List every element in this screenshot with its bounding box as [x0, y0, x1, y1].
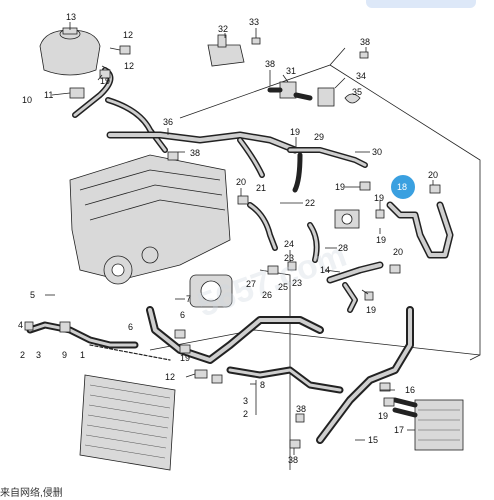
- heater-core: [392, 397, 464, 451]
- label-17: 17: [394, 425, 404, 435]
- label-4: 4: [18, 320, 23, 330]
- label-24: 24: [284, 239, 294, 249]
- label-12-b: 12: [124, 61, 134, 71]
- label-30: 30: [372, 147, 382, 157]
- label-26: 26: [262, 290, 272, 300]
- label-25: 25: [278, 282, 288, 292]
- label-19-e: 19: [366, 305, 376, 315]
- label-8: 8: [260, 380, 265, 390]
- oil-cooler-28: [334, 209, 360, 229]
- label-2-b: 2: [243, 409, 248, 419]
- label-16: 16: [405, 385, 415, 395]
- label-23-a: 23: [284, 253, 294, 263]
- label-38-c: 38: [190, 148, 200, 158]
- expansion-tank: [39, 27, 101, 76]
- label-3-b: 3: [243, 396, 248, 406]
- label-19-f: 19: [378, 411, 388, 421]
- label-38-d: 38: [296, 404, 306, 414]
- alternator: [189, 274, 233, 308]
- label-32: 32: [218, 24, 228, 34]
- radiator: [79, 374, 176, 471]
- label-28: 28: [338, 243, 348, 253]
- label-38-e: 38: [288, 455, 298, 465]
- label-12-c: 12: [165, 372, 175, 382]
- top-bar-tab: [366, 0, 476, 8]
- label-19-b: 19: [290, 127, 300, 137]
- label-20-b: 20: [428, 170, 438, 180]
- pipe-29: [287, 147, 368, 193]
- footer-note: 来自网络,侵删: [0, 488, 63, 499]
- label-19-h: 19: [180, 353, 190, 363]
- hose-24: [307, 222, 320, 263]
- label-12-a: 12: [123, 30, 133, 40]
- label-2: 2: [20, 350, 25, 360]
- label-13: 13: [66, 12, 76, 22]
- label-leaders: [45, 22, 434, 455]
- label-20-a: 20: [236, 177, 246, 187]
- hose-36: [106, 131, 299, 178]
- label-38-b: 38: [265, 59, 275, 69]
- label-19-d: 19: [374, 193, 384, 203]
- label-34: 34: [356, 71, 366, 81]
- label-14: 14: [320, 265, 330, 275]
- clamps: [24, 37, 441, 449]
- label-38-a: 38: [360, 37, 370, 47]
- label-1: 1: [80, 350, 85, 360]
- label-36: 36: [163, 117, 173, 127]
- label-15: 15: [368, 435, 378, 445]
- hose-15: [316, 306, 414, 444]
- label-3: 3: [36, 350, 41, 360]
- label-23-b: 23: [292, 278, 302, 288]
- label-33: 33: [249, 17, 259, 27]
- label-7: 7: [186, 294, 191, 304]
- label-21: 21: [256, 183, 266, 193]
- valve-31: [267, 81, 313, 101]
- label-35: 35: [352, 87, 362, 97]
- label-19-a: 19: [100, 76, 110, 86]
- label-27: 27: [246, 279, 256, 289]
- label-20-c: 20: [393, 247, 403, 257]
- label-22: 22: [305, 198, 315, 208]
- hose-lower-center: [146, 306, 344, 394]
- label-18: 18: [397, 182, 407, 192]
- label-11: 11: [44, 90, 53, 100]
- watermark: 5657.com: [193, 236, 352, 325]
- highlight-circle: [389, 173, 417, 201]
- label-29: 29: [314, 132, 324, 142]
- hose-21: [247, 202, 278, 251]
- label-5: 5: [30, 290, 35, 300]
- bracket-32: [207, 34, 245, 67]
- hose-14: [326, 261, 384, 313]
- hose-left: [26, 321, 171, 361]
- hose-18: [386, 201, 454, 259]
- label-19-c: 19: [335, 182, 345, 192]
- label-31: 31: [286, 66, 296, 76]
- label-10: 10: [22, 95, 32, 105]
- label-6: 6: [180, 310, 185, 320]
- pump-34: [317, 87, 361, 107]
- engine-block: [69, 154, 231, 285]
- part-labels: 13 32 33 12 12 19 10 11 38 38 31 34 35 3…: [18, 12, 438, 465]
- label-19-g: 19: [376, 235, 386, 245]
- label-9: 9: [62, 350, 67, 360]
- label-6-b: 6: [128, 322, 133, 332]
